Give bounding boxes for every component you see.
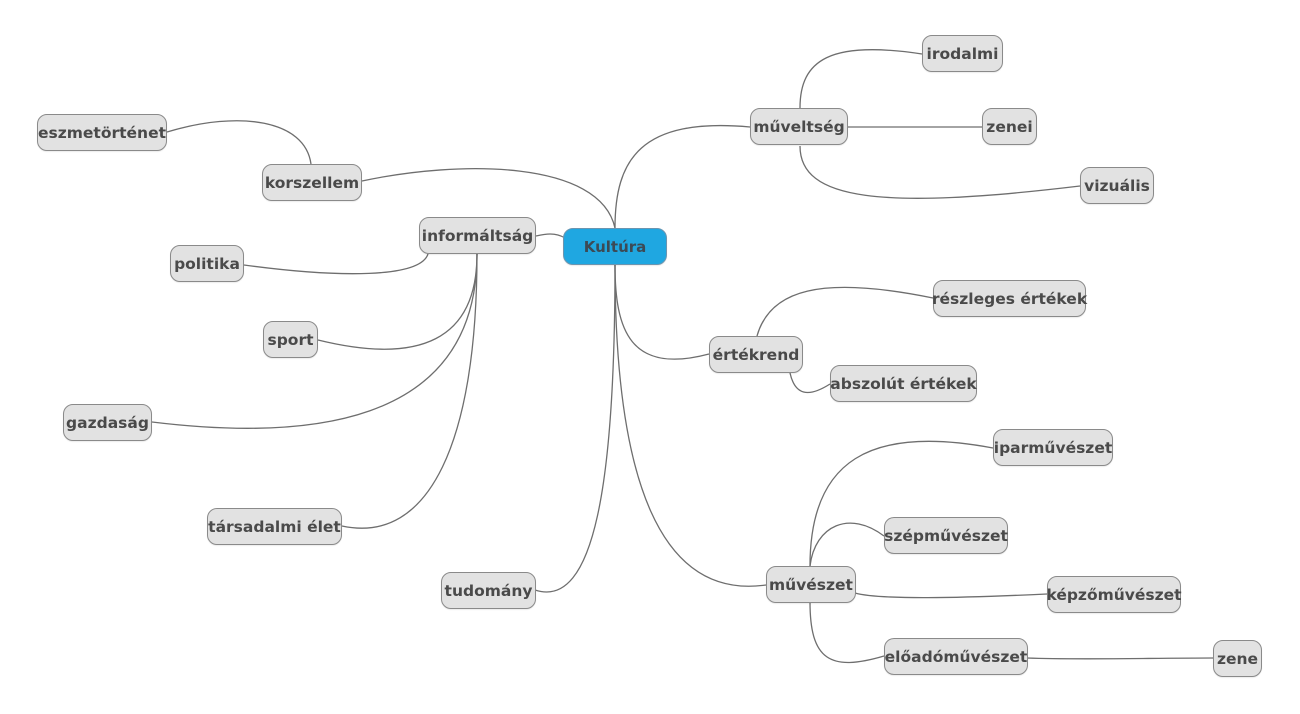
node-reszleges-ertekek[interactable]: részleges értékek (932, 280, 1087, 317)
edge-muveltseg-irodalmi (799, 48, 923, 109)
edge-root-informaltsag (535, 233, 566, 239)
node-iparmuveszet[interactable]: iparművészet (993, 429, 1113, 466)
edge-root-ertekrend (614, 264, 710, 360)
edge-muveszet-szepmuveszet (809, 522, 885, 567)
edge-informaltsag-tarsadalmi (341, 253, 478, 529)
node-zenei[interactable]: zenei (982, 108, 1037, 145)
edge-root-tudomany (534, 264, 616, 593)
root-node-kultura[interactable]: Kultúra (563, 228, 667, 265)
node-abszolut-ertekek[interactable]: abszolút értékek (830, 365, 977, 402)
edge-korszellem-eszmetortenet (166, 120, 312, 165)
edge-informaltsag-gazdasag (151, 253, 478, 430)
edge-muveszet-eloadomuveszet (809, 601, 885, 664)
edge-informaltsag-sport (317, 253, 478, 350)
edge-muveltseg-vizualis (799, 145, 1081, 199)
edge-root-muveszet (614, 264, 767, 587)
node-politika[interactable]: politika (170, 245, 244, 282)
node-tudomany[interactable]: tudomány (441, 572, 536, 609)
node-ertekrend[interactable]: értékrend (709, 336, 803, 373)
node-eszmetortenet[interactable]: eszmetörténet (37, 114, 167, 151)
node-korszellem[interactable]: korszellem (262, 164, 362, 201)
edge-muveszet-kepzomuveszet (854, 592, 1048, 599)
node-irodalmi[interactable]: irodalmi (922, 35, 1003, 72)
node-eloadomuveszet[interactable]: előadóművészet (884, 638, 1028, 675)
edge-root-korszellem (361, 168, 616, 229)
node-zene[interactable]: zene (1213, 640, 1262, 677)
edge-ertekrend-abszolut (789, 372, 831, 394)
edge-root-muveltseg (614, 125, 751, 229)
node-informaltsag[interactable]: informáltság (419, 217, 536, 254)
node-kepzomuveszet[interactable]: képzőművészet (1046, 576, 1182, 613)
edge-muveszet-iparmuveszet (809, 440, 994, 567)
node-muveltseg[interactable]: műveltség (750, 108, 848, 145)
node-vizualis[interactable]: vizuális (1080, 167, 1154, 204)
edge-eloadomuveszet-zene (1026, 657, 1214, 660)
node-sport[interactable]: sport (263, 321, 318, 358)
node-szepmuveszet[interactable]: szépművészet (884, 517, 1008, 554)
node-muveszet[interactable]: művészet (766, 566, 856, 603)
edge-ertekrend-reszleges (756, 286, 934, 337)
edge-informaltsag-politika (243, 253, 429, 275)
node-tarsadalmi-elet[interactable]: társadalmi élet (207, 508, 342, 545)
node-gazdasag[interactable]: gazdaság (63, 404, 152, 441)
